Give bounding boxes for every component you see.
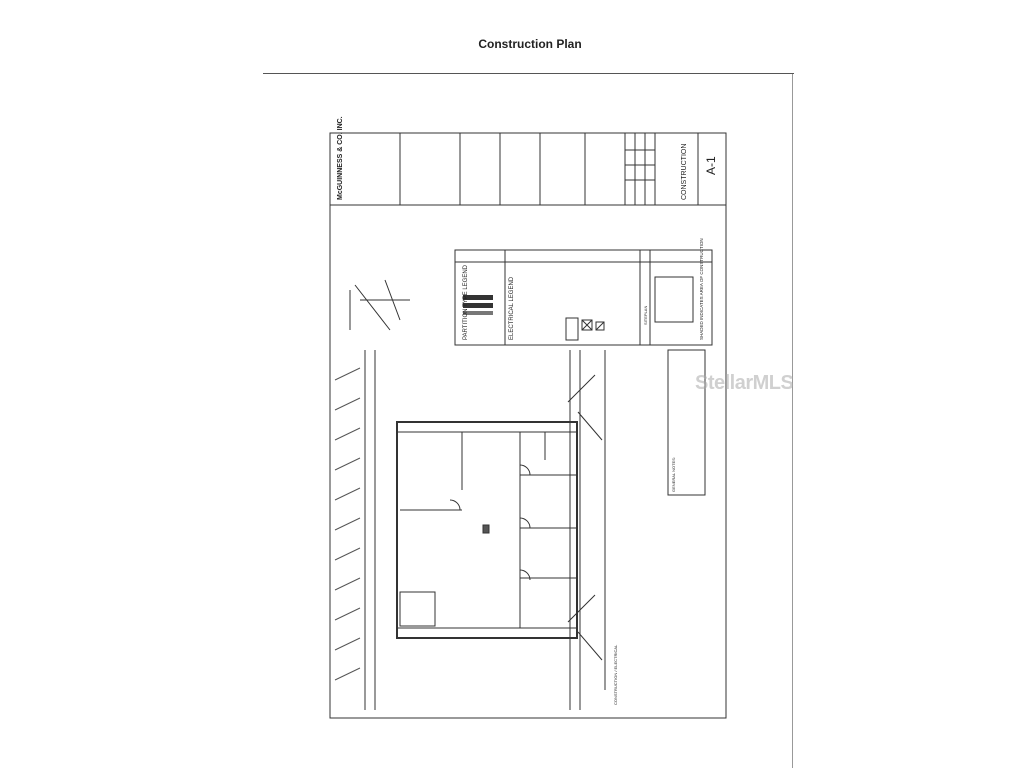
watermark: StellarMLS [695,372,794,394]
title-block-dividers [399,133,699,205]
site-boundary-lines [364,350,606,710]
wall-hatching [334,367,361,681]
fixture-symbol [482,524,490,534]
siteplan-note: SHADED INDICATES AREA OF CONSTRUCTION [699,238,704,340]
partition-legend-title: PARTITION TYPE LEGEND [463,264,469,340]
siteplan-title: SITEPLAN [643,306,648,325]
wall-section-detail [349,279,410,331]
electrical-symbols [565,317,605,341]
sheet-number: A-1 [704,156,718,175]
electrical-legend-title: ELECTRICAL LEGEND [509,276,515,340]
floor-plan-outline [396,421,578,639]
door-swings [449,464,531,581]
legend-box [454,249,713,346]
header-divider [263,73,794,74]
firm-name: McGUINNESS & CO. INC. [337,116,344,200]
general-notes-title: GENERAL NOTES: [671,457,676,492]
page-edge-line [792,74,793,768]
siteplan-thumbnail [654,276,694,323]
parking-lines [567,374,603,661]
plan-label: CONSTRUCTION / ELECTRICAL [613,644,618,705]
general-notes-box [667,349,706,496]
partition-swatches [463,295,493,315]
sheet-title: CONSTRUCTION [681,144,688,200]
sheet-frame [329,132,727,719]
page-title: Construction Plan [478,37,582,51]
